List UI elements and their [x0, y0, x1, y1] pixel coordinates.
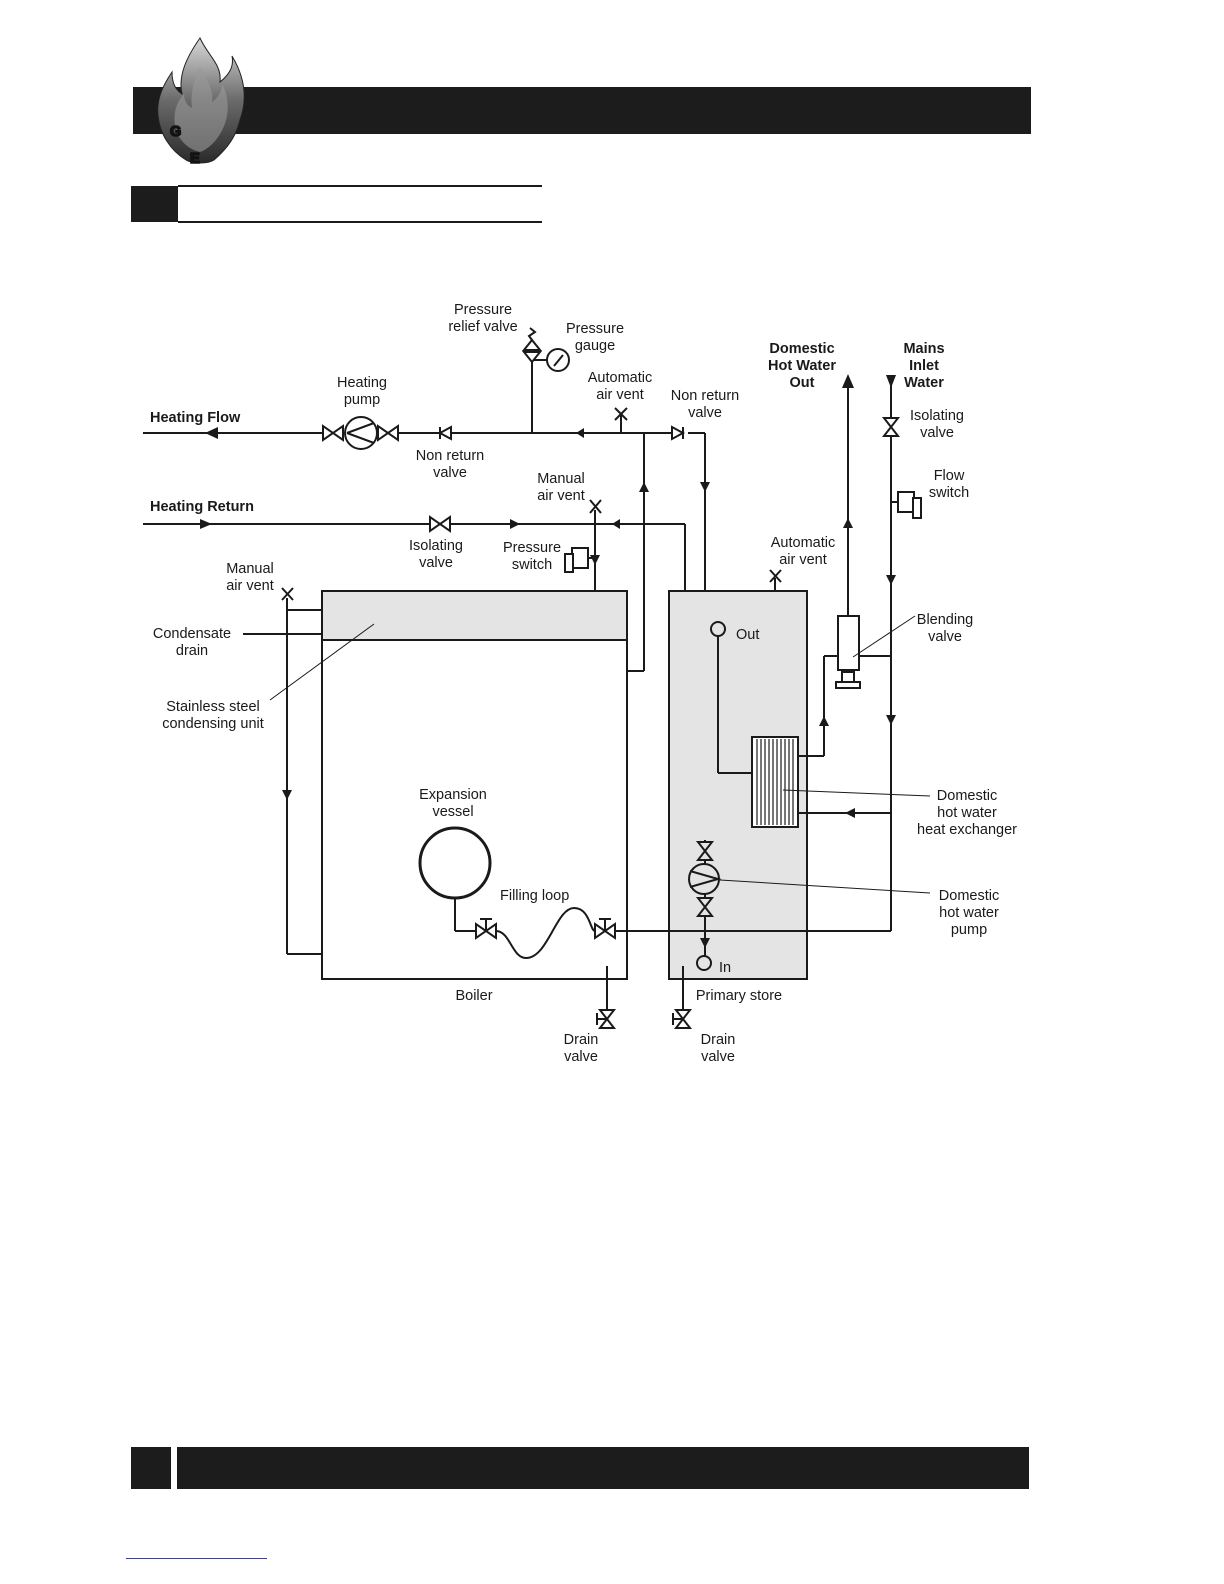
boiler-label: Boiler — [455, 988, 492, 1004]
isolating-valve-return-icon — [429, 515, 451, 533]
footer-link-underline — [126, 1558, 267, 1559]
header-bar — [133, 87, 1031, 134]
condensing-unit — [321, 590, 628, 641]
section-rule-top — [178, 185, 542, 187]
section-number-box — [131, 186, 178, 222]
pressure-gauge-icon — [546, 348, 570, 372]
manual-air-vent-top-icon — [589, 499, 602, 514]
drain-valve-right-icon — [672, 1009, 693, 1029]
heating-return-label: Heating Return — [150, 499, 254, 515]
filling-loop-valve-right-icon — [594, 918, 616, 940]
non-return-valve-left-icon — [437, 425, 452, 441]
store-out-connection — [710, 621, 726, 637]
flow-switch-icon — [891, 491, 922, 519]
store-out-label: Out — [736, 627, 759, 643]
filling-loop-label: Filling loop — [500, 888, 569, 904]
footer-bar — [177, 1447, 1029, 1489]
pressure-switch-icon — [564, 547, 595, 573]
section-rule-bottom — [178, 221, 542, 223]
expansion-vessel-icon — [418, 826, 492, 900]
footer-page-box — [131, 1447, 171, 1489]
store-in-connection — [696, 955, 712, 971]
non-return-valve-right-icon — [671, 425, 686, 441]
heat-exchanger-icon — [751, 736, 799, 828]
pressure-relief-valve-icon — [521, 327, 543, 364]
dhw-pump-icon — [688, 863, 722, 895]
logo-letter-g: G — [170, 124, 181, 140]
auto-air-vent-store-icon — [769, 569, 782, 583]
logo-letter-e: E — [190, 151, 200, 166]
filling-loop-valve-left-icon — [475, 918, 497, 940]
auto-air-vent-top-icon — [614, 407, 628, 421]
primary-store-label: Primary store — [696, 988, 782, 1004]
blending-valve-icon — [835, 615, 861, 689]
isolating-valve-mains-icon — [881, 417, 901, 437]
heating-flow-label: Heating Flow — [150, 410, 241, 426]
manual-air-vent-left-icon — [281, 587, 294, 601]
filling-loop-hose — [495, 906, 596, 960]
flame-logo-icon: G E — [157, 36, 245, 166]
boiler-casing — [321, 590, 628, 980]
heating-pump-icon — [322, 416, 399, 450]
store-in-label: In — [719, 960, 731, 976]
drain-valve-left-icon — [596, 1009, 617, 1029]
